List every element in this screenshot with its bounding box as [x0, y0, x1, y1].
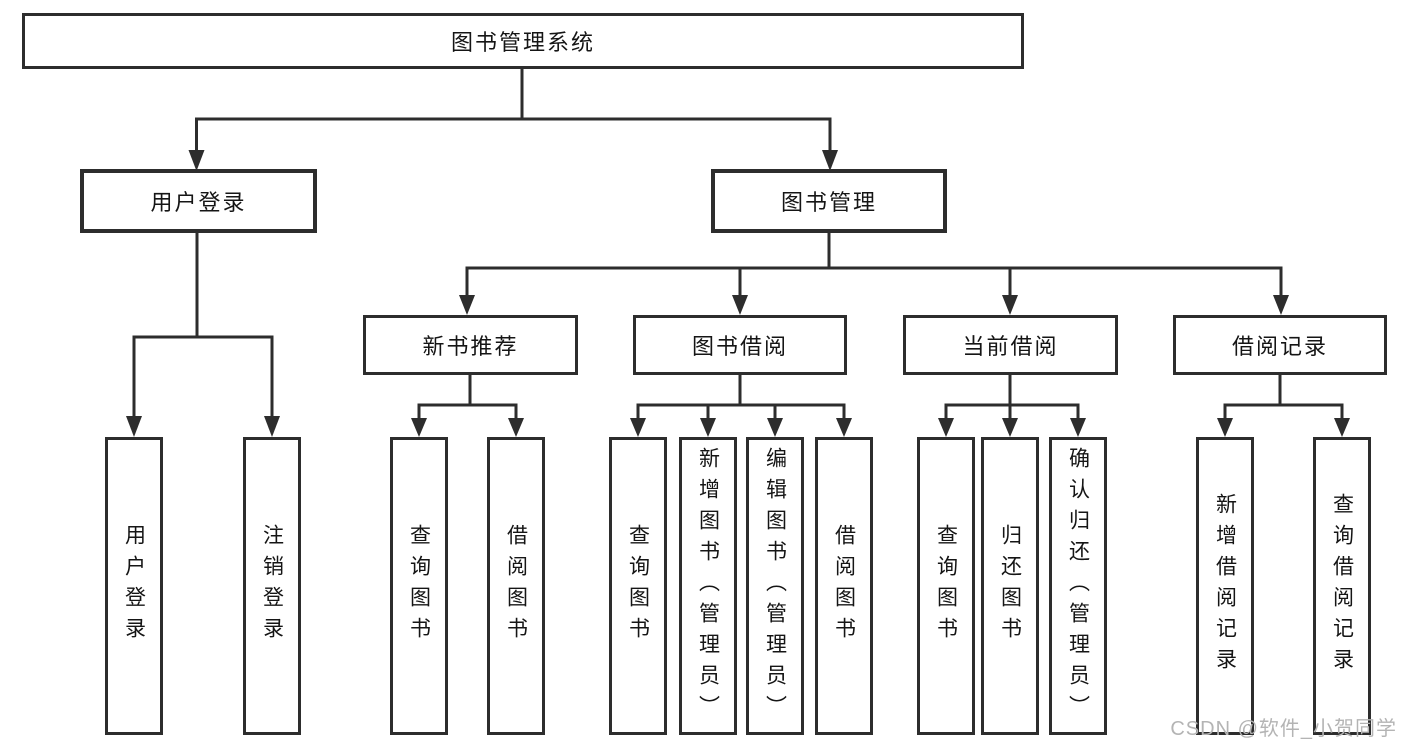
leaf-record-add-label: 新增借阅记录: [1213, 493, 1237, 679]
leaf-borrow-borrow: 借阅图书: [815, 437, 873, 735]
leaf-borrow-query-label: 查询图书: [626, 524, 650, 648]
leaf-user-login: 用户登录: [105, 437, 163, 735]
leaf-current-query-label: 查询图书: [934, 524, 958, 648]
node-book-borrow: 图书借阅: [633, 315, 847, 375]
node-current-borrow: 当前借阅: [903, 315, 1118, 375]
leaf-newbook-query-label: 查询图书: [407, 524, 431, 648]
leaf-newbook-query: 查询图书: [390, 437, 448, 735]
connector-borrow-record-branch: [1217, 375, 1350, 437]
node-root-system: 图书管理系统: [22, 13, 1024, 69]
node-user-login: 用户登录: [80, 169, 317, 233]
node-new-book-recommend: 新书推荐: [363, 315, 578, 375]
connector-book-management-branch: [459, 233, 1289, 315]
node-book-management: 图书管理: [711, 169, 947, 233]
leaf-record-query: 查询借阅记录: [1313, 437, 1371, 735]
connector-user-login-branch: [126, 233, 280, 437]
leaf-newbook-borrow-label: 借阅图书: [504, 524, 528, 648]
node-borrow-record: 借阅记录: [1173, 315, 1387, 375]
connector-root-to-level2: [188, 69, 838, 171]
leaf-newbook-borrow: 借阅图书: [487, 437, 545, 735]
leaf-current-return: 归还图书: [981, 437, 1039, 735]
node-current-borrow-label: 当前借阅: [962, 334, 1059, 359]
leaf-current-return-label: 归还图书: [998, 524, 1022, 648]
leaf-borrow-edit-admin-label: 编辑图书（管理员）: [763, 446, 787, 726]
leaf-borrow-edit-admin: 编辑图书（管理员）: [746, 437, 804, 735]
leaf-borrow-query: 查询图书: [609, 437, 667, 735]
node-borrow-record-label: 借阅记录: [1231, 334, 1328, 359]
node-book-management-label: 图书管理: [780, 190, 877, 215]
leaf-current-query: 查询图书: [917, 437, 975, 735]
leaf-current-confirm-admin: 确认归还（管理员）: [1049, 437, 1107, 735]
watermark: CSDN @软件_小贺同学: [1170, 718, 1397, 740]
leaf-current-confirm-admin-label: 确认归还（管理员）: [1066, 446, 1090, 726]
leaf-logout-label: 注销登录: [260, 524, 284, 648]
leaf-user-login-label: 用户登录: [122, 524, 146, 648]
leaf-borrow-borrow-label: 借阅图书: [832, 524, 856, 648]
connector-new-book-branch: [411, 375, 524, 437]
leaf-logout: 注销登录: [243, 437, 301, 735]
leaf-borrow-add-admin-label: 新增图书（管理员）: [696, 446, 720, 726]
node-book-borrow-label: 图书借阅: [691, 334, 788, 359]
leaf-borrow-add-admin: 新增图书（管理员）: [679, 437, 737, 735]
leaf-record-add: 新增借阅记录: [1196, 437, 1254, 735]
node-new-book-recommend-label: 新书推荐: [422, 334, 519, 359]
node-user-login-label: 用户登录: [150, 190, 247, 215]
connector-book-borrow-branch: [630, 375, 852, 437]
leaf-record-query-label: 查询借阅记录: [1330, 493, 1354, 679]
node-root-label: 图书管理系统: [450, 30, 595, 55]
connector-current-borrow-branch: [938, 375, 1086, 437]
